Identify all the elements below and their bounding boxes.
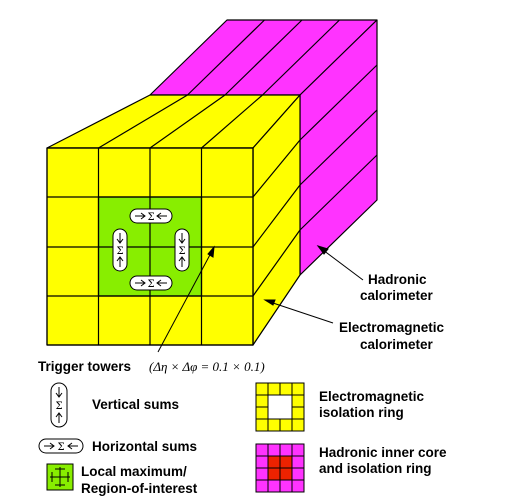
- em-label-line1: Electromagnetic: [339, 320, 445, 335]
- em-isolation-ring-icon: [255, 382, 305, 432]
- hadronic-arrow: [322, 249, 364, 281]
- legend-horizontal-sums: Horizontal sums: [92, 439, 197, 454]
- em-calorimeter-block: [46, 94, 301, 346]
- sum-markers: Σ Σ Σ Σ: [112, 208, 190, 291]
- legend: Σ Vertical sums Σ Horizontal sums Local …: [38, 382, 447, 496]
- legend-had-line1: Hadronic inner core: [319, 445, 447, 460]
- trigger-towers-label: Trigger towers: [38, 359, 131, 374]
- legend-em-iso-line2: isolation ring: [319, 405, 404, 420]
- svg-text:Σ: Σ: [57, 442, 64, 453]
- svg-text:Σ: Σ: [178, 246, 185, 257]
- hadronic-label-line2: calorimeter: [360, 288, 434, 303]
- hadronic-calorimeter-block: [149, 19, 378, 276]
- vertical-sum-marker: Σ: [174, 228, 190, 272]
- vertical-sum-marker: Σ: [112, 228, 128, 272]
- legend-local-max-line1: Local maximum/: [81, 464, 187, 479]
- trigger-tower-arrow: [157, 250, 213, 353]
- annotation-arrows: [157, 245, 364, 353]
- svg-text:Σ: Σ: [147, 212, 154, 223]
- vertical-sums-icon: Σ: [50, 382, 68, 428]
- hadronic-core-ring-icon: [255, 443, 305, 493]
- horizontal-sums-icon: Σ: [38, 438, 84, 454]
- granularity-label: (Δη × Δφ = 0.1 × 0.1): [149, 359, 265, 374]
- svg-text:Σ: Σ: [116, 246, 123, 257]
- em-label-line2: calorimeter: [360, 337, 434, 352]
- legend-had-line2: and isolation ring: [319, 461, 432, 476]
- svg-text:Σ: Σ: [55, 401, 62, 412]
- legend-em-iso-line1: Electromagnetic: [319, 389, 425, 404]
- horizontal-sum-marker: Σ: [129, 208, 173, 224]
- svg-text:Σ: Σ: [147, 279, 154, 290]
- legend-local-max-line2: Region-of-interest: [81, 481, 198, 496]
- hadronic-label-line1: Hadronic: [368, 272, 427, 287]
- legend-vertical-sums: Vertical sums: [92, 397, 179, 412]
- em-arrow: [269, 301, 334, 324]
- horizontal-sum-marker: Σ: [129, 275, 173, 291]
- local-maximum-icon: [46, 463, 74, 491]
